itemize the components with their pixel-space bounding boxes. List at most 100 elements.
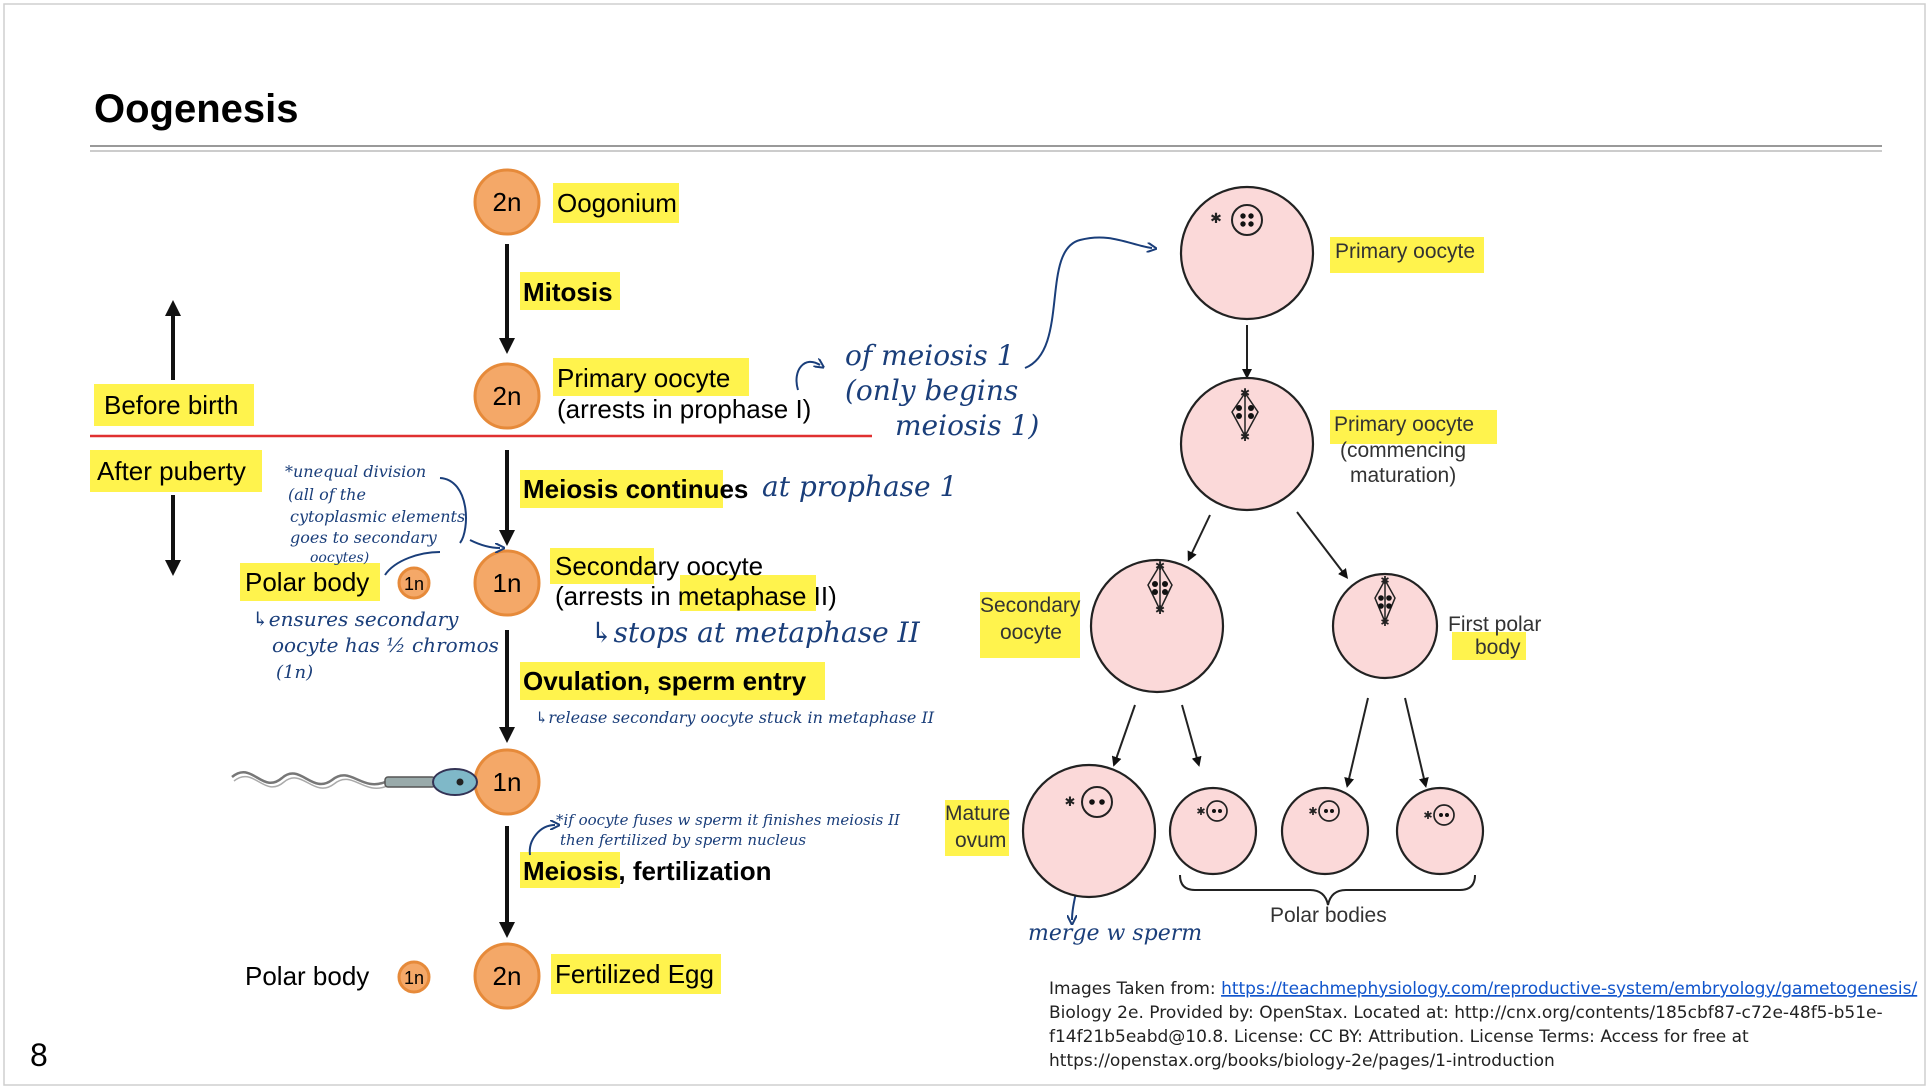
mature-ovum-highlight — [945, 800, 1009, 856]
cell-primary-oocyte-maturing: ✱ ✱ — [1179, 376, 1315, 512]
polar-body-label: Polar body — [245, 567, 369, 597]
cell-ovum: 1n — [473, 748, 541, 816]
polar-bodies-brace — [1179, 874, 1476, 906]
arrow-right-2a — [1187, 514, 1211, 562]
oogonium-highlight — [553, 183, 679, 223]
before-birth-label: Before birth — [104, 390, 238, 420]
primary-oocyte-maturing-highlight — [1330, 410, 1497, 444]
arrow-right-2b — [1296, 511, 1349, 579]
credits-line-3: f14f21b5eabd@10.8. License: CC BY: Attri… — [1049, 1027, 1749, 1047]
annotation-bracket-arrow — [439, 477, 500, 548]
polar-body-highlight — [240, 563, 380, 601]
mature-ovum-label-2: ovum — [955, 829, 1006, 852]
annotation-unequal-4: goes to secondary — [290, 528, 438, 547]
primary-oocyte-maturing-label: Primary oocyte — [1334, 413, 1474, 436]
cell-polar-body-1: 1n — [397, 566, 431, 600]
cell-primary-oocyte: 2n — [473, 362, 541, 430]
cell-secondary-oocyte: 1n — [473, 549, 541, 617]
meiosis-continues-label: Meiosis continues — [523, 474, 748, 504]
annotation-curve-arrow — [1024, 236, 1152, 369]
annotation-meiosis-paren: meiosis 1) — [895, 409, 1039, 442]
commencing-label: (commencing — [1340, 439, 1466, 462]
primary-oocyte-right-label: Primary oocyte — [1335, 240, 1475, 263]
annotation-merge: merge w sperm — [1028, 921, 1202, 946]
ploidy-label: 1n — [404, 574, 424, 594]
cell-first-polar-body: ✱ ✱ — [1331, 572, 1439, 680]
fertilized-egg-highlight — [551, 954, 721, 994]
secondary-oocyte-note: (arrests in metaphase II) — [555, 581, 837, 611]
primary-oocyte-note: (arrests in prophase I) — [557, 394, 811, 424]
annotation-unequal-2: (all of the — [288, 485, 366, 504]
credits-line-2: Biology 2e. Provided by: OpenStax. Locat… — [1049, 1003, 1883, 1023]
svg-text:Images Taken from: https://tea: Images Taken from: https://teachmephysio… — [1049, 979, 1917, 999]
svg-text:✱: ✱ — [1155, 559, 1165, 573]
annotation-stops-at: ↳stops at metaphase II — [590, 616, 921, 649]
first-polar-body-highlight — [1452, 632, 1526, 660]
primary-oocyte-label: Primary oocyte — [557, 363, 730, 393]
svg-text:✱: ✱ — [1308, 806, 1317, 818]
arrow-right-3b — [1181, 704, 1202, 767]
annotation-unequal-3: cytoplasmic elements — [290, 507, 465, 526]
annotation-arrow — [795, 362, 820, 391]
polar-body-label-2: Polar body — [245, 961, 369, 991]
after-puberty-highlight — [90, 450, 262, 492]
first-polar-label-2: body — [1475, 636, 1521, 659]
cell-polar-body-small-3: ✱ — [1395, 786, 1485, 876]
credits-line-4: https://openstax.org/books/biology-2e/pa… — [1049, 1051, 1555, 1071]
ploidy-label: 1n — [493, 767, 522, 797]
svg-text:✱: ✱ — [1065, 794, 1076, 809]
slide-title: Oogenesis — [94, 87, 299, 131]
slide-border — [3, 3, 1926, 1086]
first-polar-label-1: First polar — [1448, 613, 1541, 636]
secondary-oocyte-highlight — [550, 548, 654, 584]
svg-text:✱: ✱ — [1210, 210, 1222, 226]
oogonium-label: Oogonium — [557, 188, 677, 218]
before-birth-highlight — [94, 384, 254, 426]
secondary-right-label-2: oocyte — [1000, 621, 1062, 644]
after-puberty-label: After puberty — [97, 456, 246, 486]
meiosis-fertilization-label: Meiosis, fertilization — [523, 856, 772, 886]
svg-text:✱: ✱ — [1380, 575, 1389, 587]
meiosis-highlight — [520, 852, 620, 888]
annotation-fuses-arrow — [528, 825, 555, 856]
cell-secondary-oocyte-right: ✱ ✱ — [1089, 558, 1225, 694]
cell-polar-body-2: 1n — [397, 960, 431, 994]
arrow-right-3d — [1404, 697, 1429, 788]
ploidy-label: 2n — [493, 187, 522, 217]
credits-prefix: Images Taken from: — [1049, 979, 1221, 999]
ploidy-label: 2n — [493, 961, 522, 991]
page-number: 8 — [30, 1037, 48, 1073]
secondary-oocyte-right-highlight — [980, 592, 1080, 658]
annotation-fuses-2: then fertilized by sperm nucleus — [560, 831, 806, 849]
ploidy-label: 1n — [493, 568, 522, 598]
cell-polar-body-small-2: ✱ — [1280, 786, 1370, 876]
credits: Images Taken from: https://teachmephysio… — [1049, 979, 1917, 1071]
polar-bodies-label: Polar bodies — [1270, 904, 1387, 927]
cell-primary-oocyte-right: ✱ — [1179, 185, 1315, 321]
svg-text:✱: ✱ — [1196, 806, 1205, 818]
annotation-unequal-1: *unequal division — [285, 462, 426, 481]
annotation-ensures-1: ↳ensures secondary — [252, 607, 459, 631]
annotation-link-stroke — [384, 551, 441, 576]
cell-fertilized-egg: 2n — [473, 942, 541, 1010]
svg-text:✱: ✱ — [1380, 617, 1389, 629]
primary-oocyte-highlight — [553, 358, 749, 396]
arrow-right-3c — [1344, 697, 1369, 788]
mature-ovum-label-1: Mature — [945, 802, 1010, 825]
annotation-of-meiosis: of meiosis 1 — [845, 339, 1014, 372]
ovulation-label: Ovulation, sperm entry — [523, 666, 807, 696]
cell-polar-body-small-1: ✱ — [1168, 786, 1258, 876]
secondary-right-label-1: Secondary — [980, 594, 1081, 617]
annotation-fuses-1: *if oocyte fuses w sperm it finishes mei… — [556, 811, 901, 829]
svg-text:✱: ✱ — [1240, 386, 1250, 400]
meiosis-continues-highlight — [520, 470, 723, 508]
arrow-right-3a — [1111, 704, 1136, 767]
svg-text:✱: ✱ — [1240, 430, 1250, 444]
mitosis-highlight — [520, 272, 620, 310]
svg-text:✱: ✱ — [1155, 603, 1165, 617]
fertilized-egg-label: Fertilized Egg — [555, 959, 714, 989]
annotation-ensures-2: oocyte has ½ chromos — [272, 633, 499, 657]
cell-mature-ovum: ✱ — [1021, 763, 1157, 899]
ploidy-label: 1n — [404, 968, 424, 988]
credits-link[interactable]: https://teachmephysiology.com/reproducti… — [1221, 979, 1917, 999]
